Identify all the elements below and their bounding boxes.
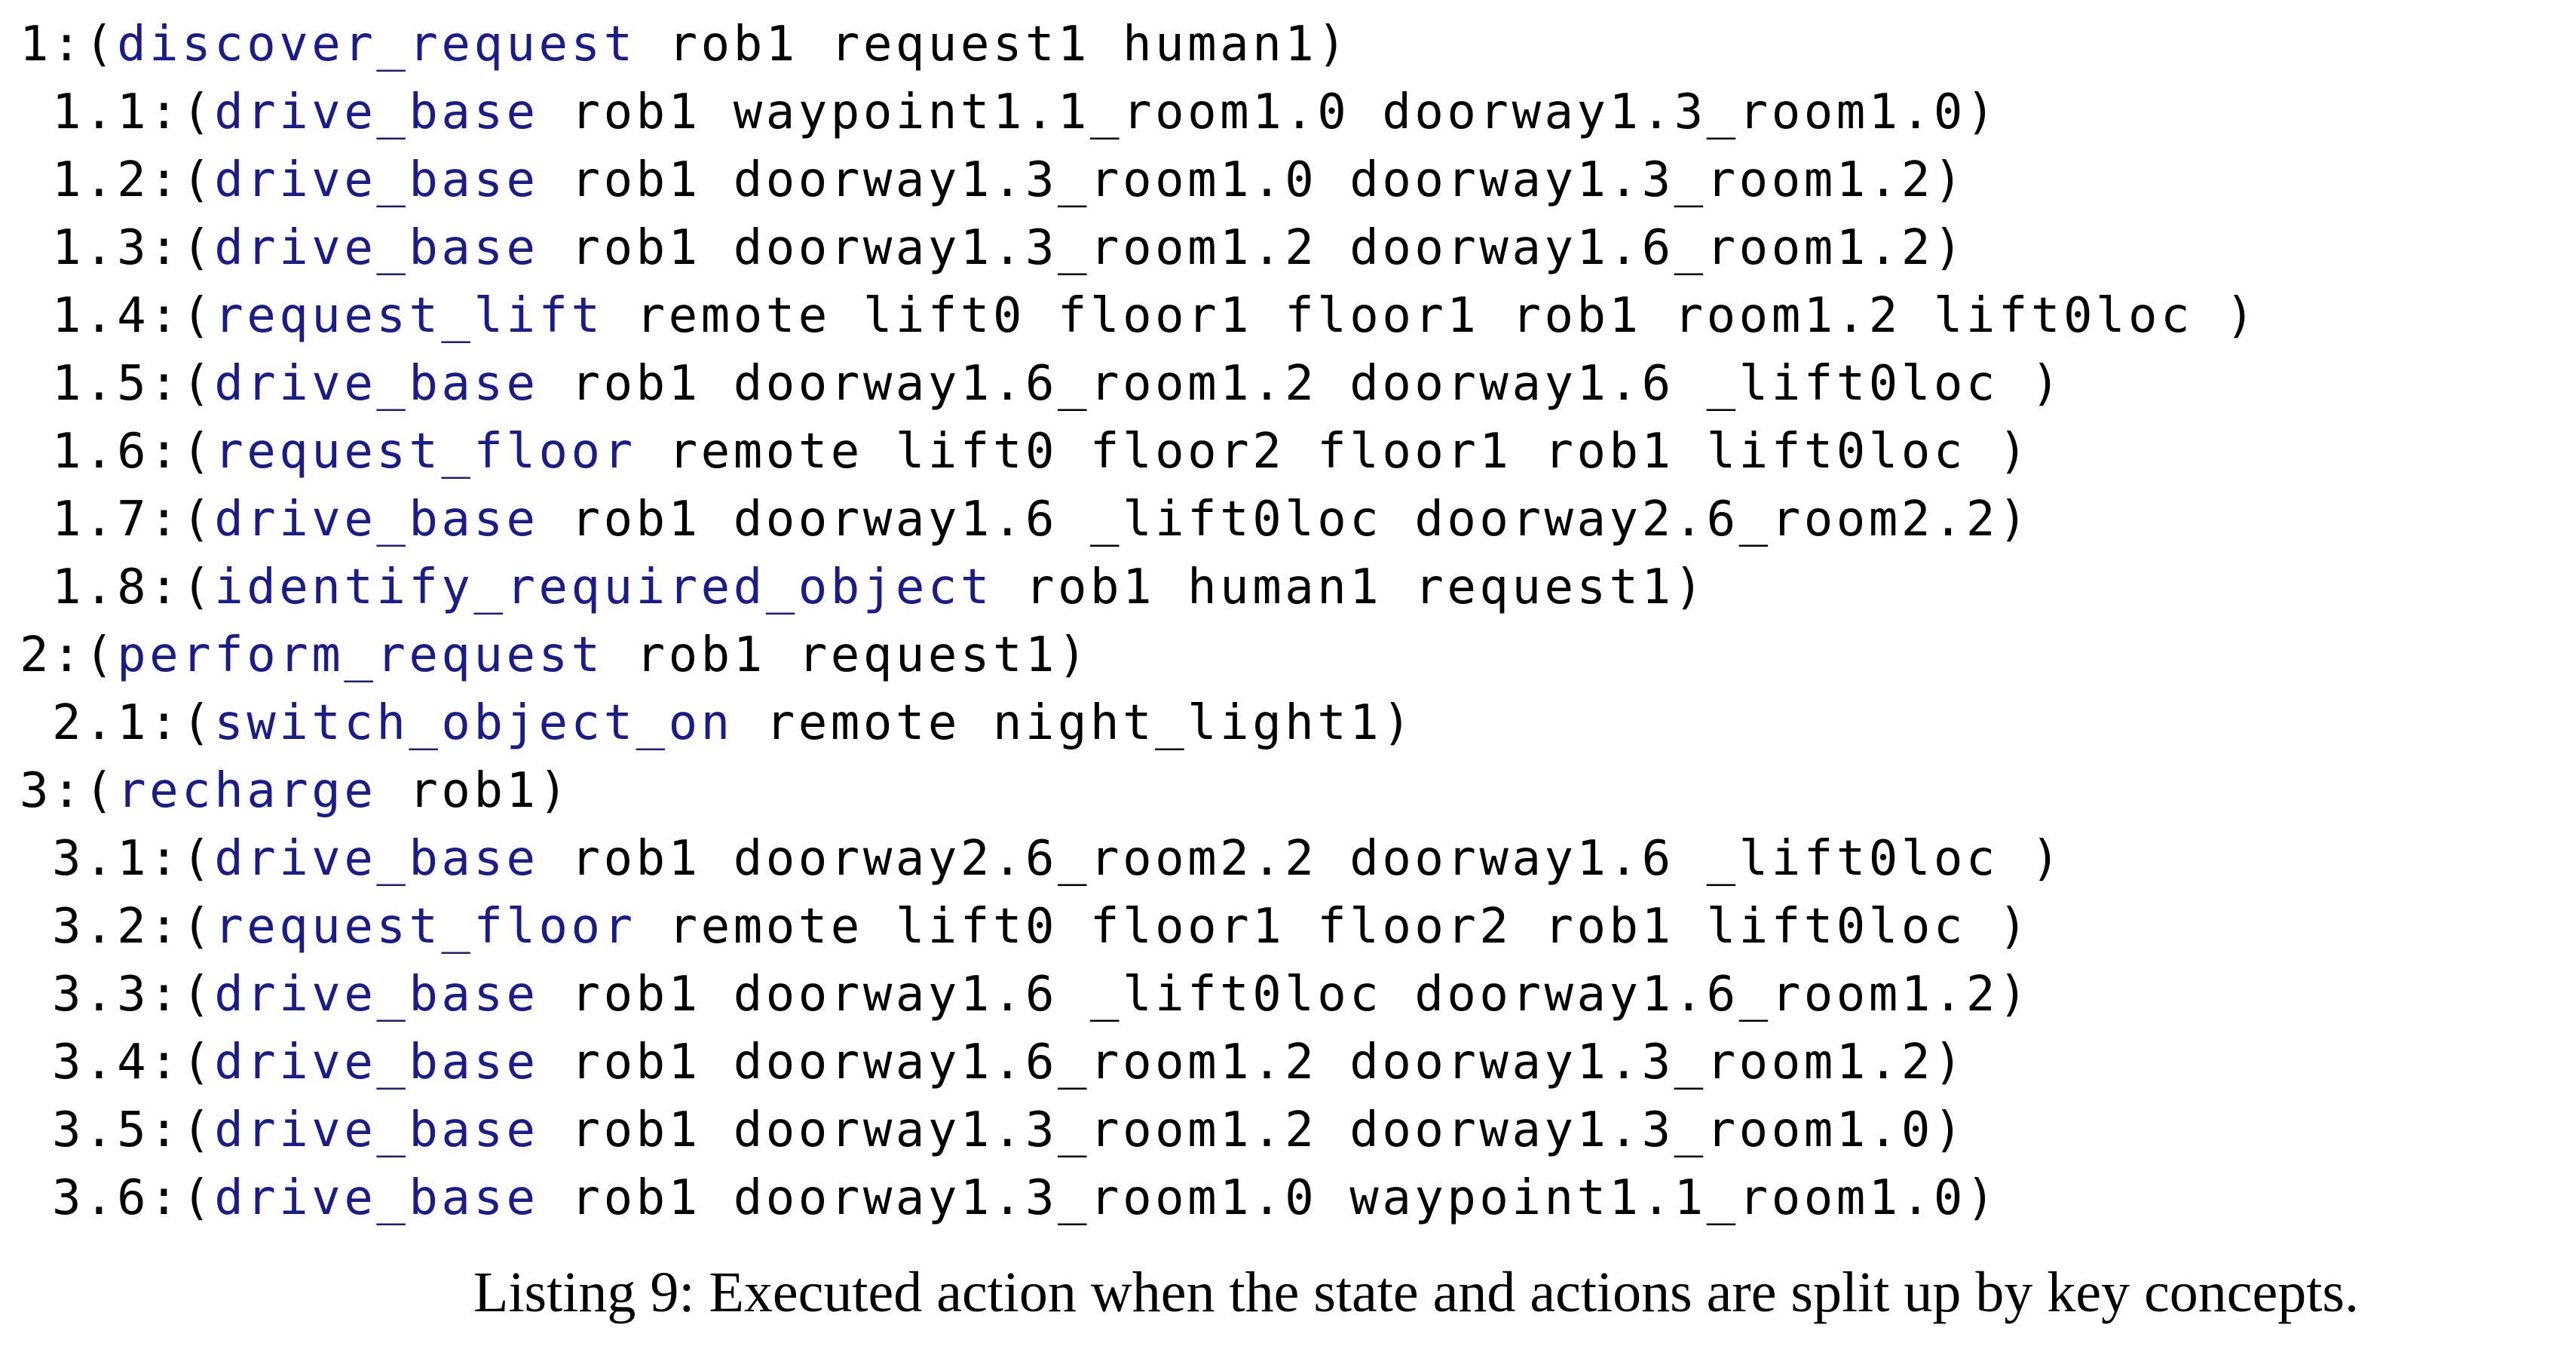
action-keyword: switch_object_on xyxy=(214,695,734,751)
listing-caption: Listing 9: Executed action when the stat… xyxy=(473,1261,2359,1324)
line-args: rob1 doorway1.6 _lift0loc doorway2.6_roo… xyxy=(538,492,2031,547)
line-args: remote lift0 floor1 floor1 rob1 room1.2 … xyxy=(603,288,2259,344)
action-keyword: drive_base xyxy=(214,220,539,276)
line-args: remote lift0 floor2 floor1 rob1 lift0loc… xyxy=(636,424,2031,480)
code-line: 3.2:(request_floor remote lift0 floor1 f… xyxy=(20,893,2576,961)
code-line: 1.2:(drive_base rob1 doorway1.3_room1.0 … xyxy=(20,146,2576,214)
code-line: 1.7:(drive_base rob1 doorway1.6 _lift0lo… xyxy=(20,486,2576,553)
line-args: rob1 request1 human1) xyxy=(636,17,1350,72)
line-prefix: 3.1:( xyxy=(20,831,215,887)
action-keyword: drive_base xyxy=(214,967,539,1022)
line-prefix: 1.8:( xyxy=(20,559,215,615)
line-args: remote lift0 floor1 floor2 rob1 lift0loc… xyxy=(636,899,2031,955)
line-prefix: 1.7:( xyxy=(20,492,215,547)
line-args: remote night_light1) xyxy=(733,695,1415,751)
code-line: 2:(perform_request rob1 request1) xyxy=(20,621,2576,689)
action-keyword: discover_request xyxy=(117,17,636,72)
line-prefix: 1.1:( xyxy=(20,84,215,140)
line-args: rob1 doorway1.3_room1.0 waypoint1.1_room… xyxy=(538,1170,1999,1226)
code-line: 1.5:(drive_base rob1 doorway1.6_room1.2 … xyxy=(20,350,2576,418)
line-prefix: 1.2:( xyxy=(20,152,215,208)
action-keyword: request_floor xyxy=(214,424,636,480)
line-args: rob1 request1) xyxy=(603,627,1091,683)
code-line: 1.1:(drive_base rob1 waypoint1.1_room1.0… xyxy=(20,78,2576,146)
code-line: 1.4:(request_lift remote lift0 floor1 fl… xyxy=(20,282,2576,350)
action-keyword: perform_request xyxy=(117,627,604,683)
action-keyword: identify_required_object xyxy=(214,559,993,615)
line-prefix: 3.3:( xyxy=(20,967,215,1022)
action-keyword: recharge xyxy=(117,763,377,819)
action-keyword: drive_base xyxy=(214,831,539,887)
line-prefix: 3.2:( xyxy=(20,899,215,955)
line-prefix: 3.6:( xyxy=(20,1170,215,1226)
line-prefix: 2:( xyxy=(20,627,118,683)
action-keyword: request_lift xyxy=(214,288,604,344)
line-prefix: 1.6:( xyxy=(20,424,215,480)
line-args: rob1 doorway1.3_room1.2 doorway1.6_room1… xyxy=(538,220,1966,276)
code-listing: 1:(discover_request rob1 request1 human1… xyxy=(20,11,2576,1232)
action-keyword: drive_base xyxy=(214,1035,539,1090)
line-args: rob1) xyxy=(376,763,571,819)
action-keyword: drive_base xyxy=(214,1102,539,1158)
line-args: rob1 doorway1.6_room1.2 doorway1.3_room1… xyxy=(538,1035,1966,1090)
line-args: rob1 doorway1.3_room1.0 doorway1.3_room1… xyxy=(538,152,1966,208)
action-keyword: drive_base xyxy=(214,492,539,547)
line-prefix: 3.5:( xyxy=(20,1102,215,1158)
code-line: 3.6:(drive_base rob1 doorway1.3_room1.0 … xyxy=(20,1164,2576,1232)
line-prefix: 1:( xyxy=(20,17,118,72)
code-line: 3.4:(drive_base rob1 doorway1.6_room1.2 … xyxy=(20,1029,2576,1096)
action-keyword: drive_base xyxy=(214,152,539,208)
line-prefix: 1.5:( xyxy=(20,356,215,412)
code-line: 2.1:(switch_object_on remote night_light… xyxy=(20,689,2576,757)
code-line: 3.1:(drive_base rob1 doorway2.6_room2.2 … xyxy=(20,825,2576,893)
line-args: rob1 waypoint1.1_room1.0 doorway1.3_room… xyxy=(538,84,1999,140)
code-line: 3:(recharge rob1) xyxy=(20,757,2576,825)
code-line: 3.5:(drive_base rob1 doorway1.3_room1.2 … xyxy=(20,1096,2576,1164)
line-prefix: 1.3:( xyxy=(20,220,215,276)
line-args: rob1 doorway1.6_room1.2 doorway1.6 _lift… xyxy=(538,356,2063,412)
line-prefix: 1.4:( xyxy=(20,288,215,344)
code-line: 1:(discover_request rob1 request1 human1… xyxy=(20,11,2576,78)
line-args: rob1 doorway1.3_room1.2 doorway1.3_room1… xyxy=(538,1102,1966,1158)
line-prefix: 3.4:( xyxy=(20,1035,215,1090)
action-keyword: drive_base xyxy=(214,1170,539,1226)
line-args: rob1 doorway1.6 _lift0loc doorway1.6_roo… xyxy=(538,967,2031,1022)
action-keyword: drive_base xyxy=(214,356,539,412)
line-prefix: 3:( xyxy=(20,763,118,819)
action-keyword: drive_base xyxy=(214,84,539,140)
code-line: 1.3:(drive_base rob1 doorway1.3_room1.2 … xyxy=(20,214,2576,282)
line-args: rob1 doorway2.6_room2.2 doorway1.6 _lift… xyxy=(538,831,2063,887)
action-keyword: request_floor xyxy=(214,899,636,955)
line-prefix: 2.1:( xyxy=(20,695,215,751)
line-args: rob1 human1 request1) xyxy=(992,559,1707,615)
code-line: 3.3:(drive_base rob1 doorway1.6 _lift0lo… xyxy=(20,961,2576,1029)
code-line: 1.8:(identify_required_object rob1 human… xyxy=(20,553,2576,621)
code-line: 1.6:(request_floor remote lift0 floor2 f… xyxy=(20,418,2576,486)
